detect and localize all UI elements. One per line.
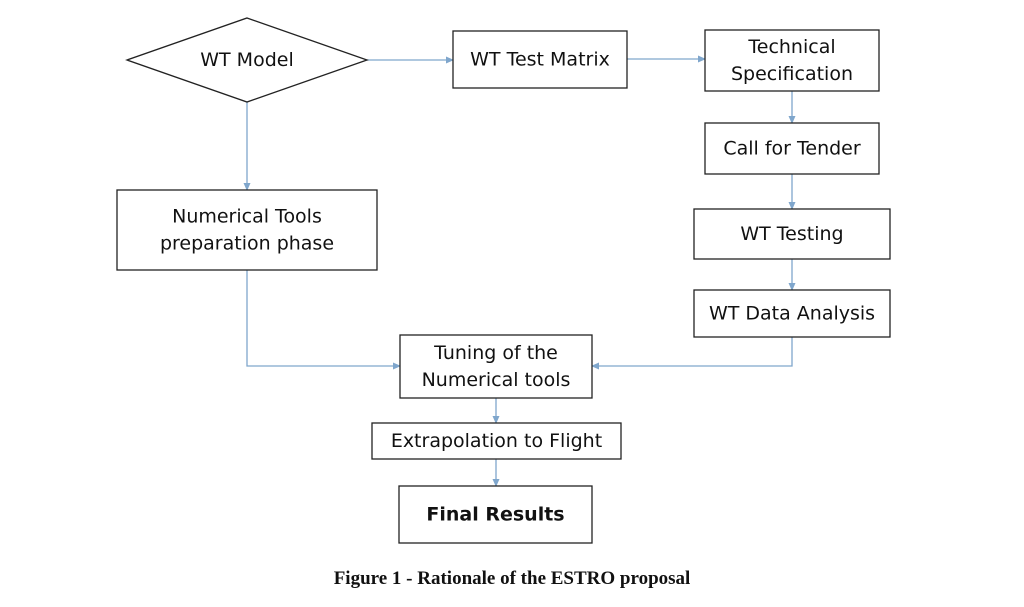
node-label: WT Test Matrix bbox=[470, 49, 610, 71]
box-shape bbox=[693, 289, 891, 338]
node-label: WT Model bbox=[200, 49, 293, 71]
arrow-wt-data-analysis-to-tuning-numerical-tools bbox=[591, 337, 793, 370]
node-label: Technical bbox=[747, 36, 835, 58]
box-shape bbox=[116, 189, 378, 271]
node-label: preparation phase bbox=[160, 233, 334, 255]
box-shape bbox=[371, 422, 622, 460]
figure-caption: Figure 1 - Rationale of the ESTRO propos… bbox=[333, 568, 691, 589]
node-label: Tuning of the bbox=[433, 342, 558, 364]
node-wt-data-analysis: WT Data Analysis bbox=[693, 289, 891, 338]
box-shape bbox=[693, 208, 891, 260]
node-label: Numerical Tools bbox=[172, 206, 322, 228]
box-shape bbox=[704, 122, 880, 175]
flowchart: WT Model WT Test Matrix TechnicalSpecifica… bbox=[116, 17, 891, 544]
node-label: WT Testing bbox=[740, 223, 843, 245]
node-label: WT Data Analysis bbox=[709, 303, 875, 325]
node-label: Specification bbox=[731, 63, 853, 85]
box-shape bbox=[398, 485, 593, 544]
node-extrapolation-to-flight: Extrapolation to Flight bbox=[371, 422, 622, 460]
box-shape bbox=[704, 29, 880, 92]
node-final-results: Final Results bbox=[398, 485, 593, 544]
node-numerical-tools-preparation: Numerical Tools preparation phase bbox=[116, 189, 378, 271]
node-wt-testing: WT Testing bbox=[693, 208, 891, 260]
arrow-numerical-tools-preparation-to-tuning-numerical-tools bbox=[246, 270, 401, 370]
node-label: Call for Tender bbox=[723, 138, 861, 160]
node-wt-test-matrix: WT Test Matrix bbox=[452, 30, 628, 89]
box-shape bbox=[452, 30, 628, 89]
node-call-for-tender: Call for Tender bbox=[704, 122, 880, 175]
node-label: Extrapolation to Flight bbox=[391, 430, 602, 452]
box-shape bbox=[399, 334, 593, 399]
node-label: Final Results bbox=[426, 504, 564, 526]
node-wt-model: WT Model bbox=[125, 17, 369, 103]
node-label: Numerical tools bbox=[422, 369, 571, 391]
diamond-shape bbox=[125, 17, 369, 103]
